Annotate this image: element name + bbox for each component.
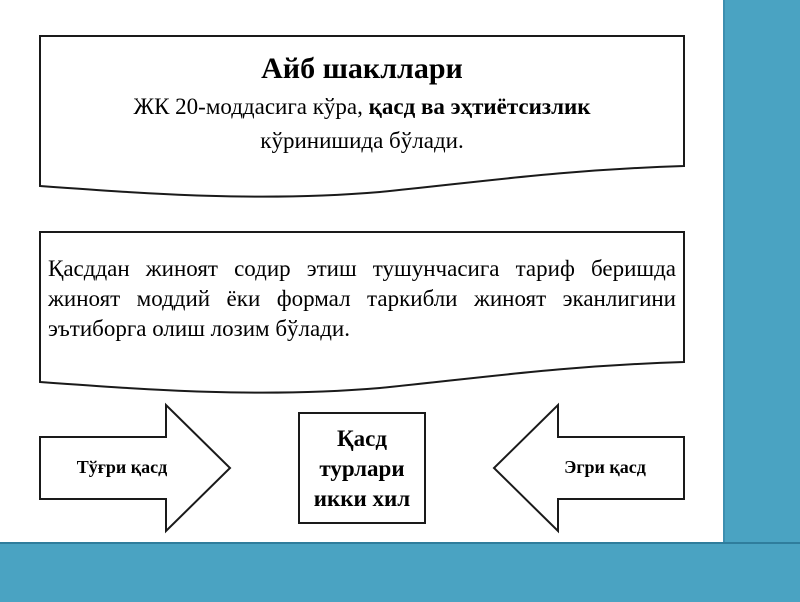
header-line1: ЖК 20-моддасига кўра, қасд ва эҳтиётсизл…	[40, 94, 684, 120]
center-box-shape	[298, 412, 426, 524]
center-box-line3: икки хил	[313, 486, 411, 511]
header-line1-bold: қасд ва эҳтиётсизлик	[368, 94, 591, 119]
bottom-accent-bar	[0, 542, 800, 602]
left-arrow-label: Тўғри қасд	[76, 457, 168, 477]
center-box-label: Қасд турлари икки хил	[300, 424, 424, 514]
left-arrow-shape	[39, 402, 232, 534]
header-card-shape	[39, 35, 685, 198]
right-accent-bar	[723, 0, 800, 542]
center-box-line1: Қасд	[336, 426, 388, 451]
definition-text: Қасддан жиноят содир этиш тушунчасига та…	[48, 256, 676, 341]
right-arrow-label: Эгри қасд	[564, 457, 646, 477]
right-arrow-shape	[492, 402, 685, 534]
header-line2: кўринишида бўлади.	[260, 128, 464, 153]
header-line1-prefix: ЖК 20-моддасига кўра,	[133, 94, 369, 119]
definition-card-shape	[39, 231, 685, 394]
header-title: Айб шакллари	[261, 52, 463, 85]
center-box-line2: турлари	[319, 456, 405, 481]
